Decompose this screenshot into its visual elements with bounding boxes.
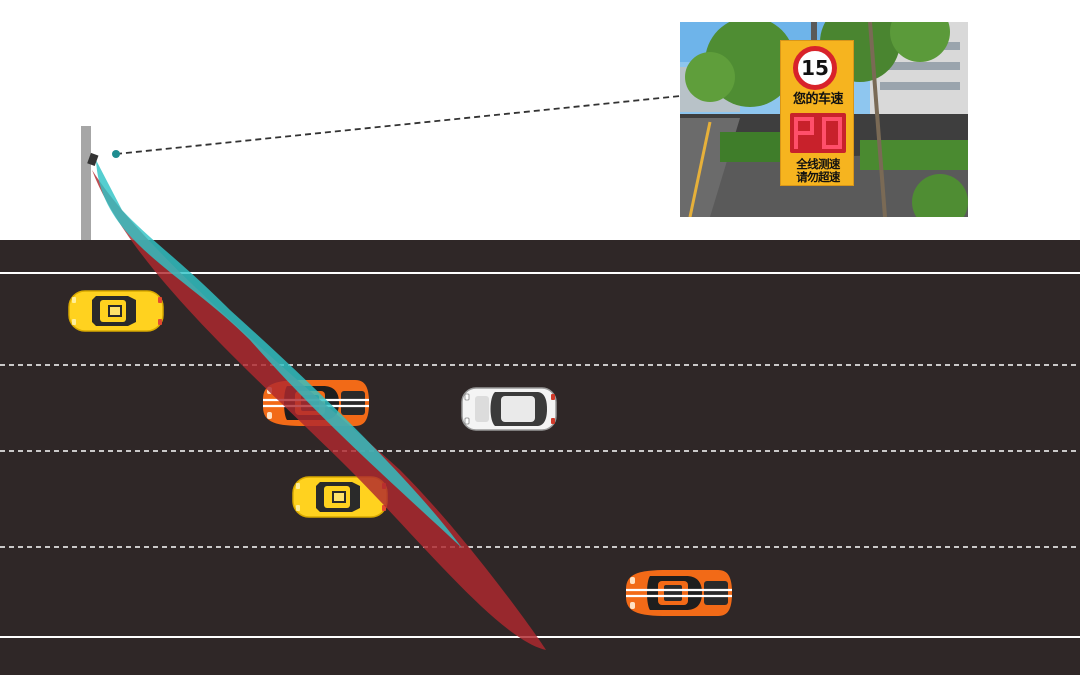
sign-text-warning: 全线测速 请勿超速: [781, 158, 855, 184]
speed-limit-circle: 15: [793, 46, 837, 90]
leader-dot: [112, 150, 120, 158]
road: [0, 240, 1080, 675]
led-speed-display: [790, 113, 846, 153]
camera-pole: [81, 126, 91, 240]
camera-beam: [96, 160, 462, 548]
sign-text-line2: 全线测速: [796, 157, 840, 171]
sports-car-icon: [624, 568, 734, 618]
camera-icon: [87, 152, 99, 167]
taxi-car-icon: [68, 290, 164, 332]
leader-line: [115, 95, 681, 155]
speed-limit-value: 15: [801, 56, 829, 80]
white-suv-icon: [461, 387, 557, 431]
speed-feedback-sign: 15 您的车速 全线测速 请勿超速: [780, 40, 854, 186]
sign-text-line3: 请勿超速: [796, 170, 840, 184]
sign-text-your-speed: 您的车速: [792, 92, 844, 107]
